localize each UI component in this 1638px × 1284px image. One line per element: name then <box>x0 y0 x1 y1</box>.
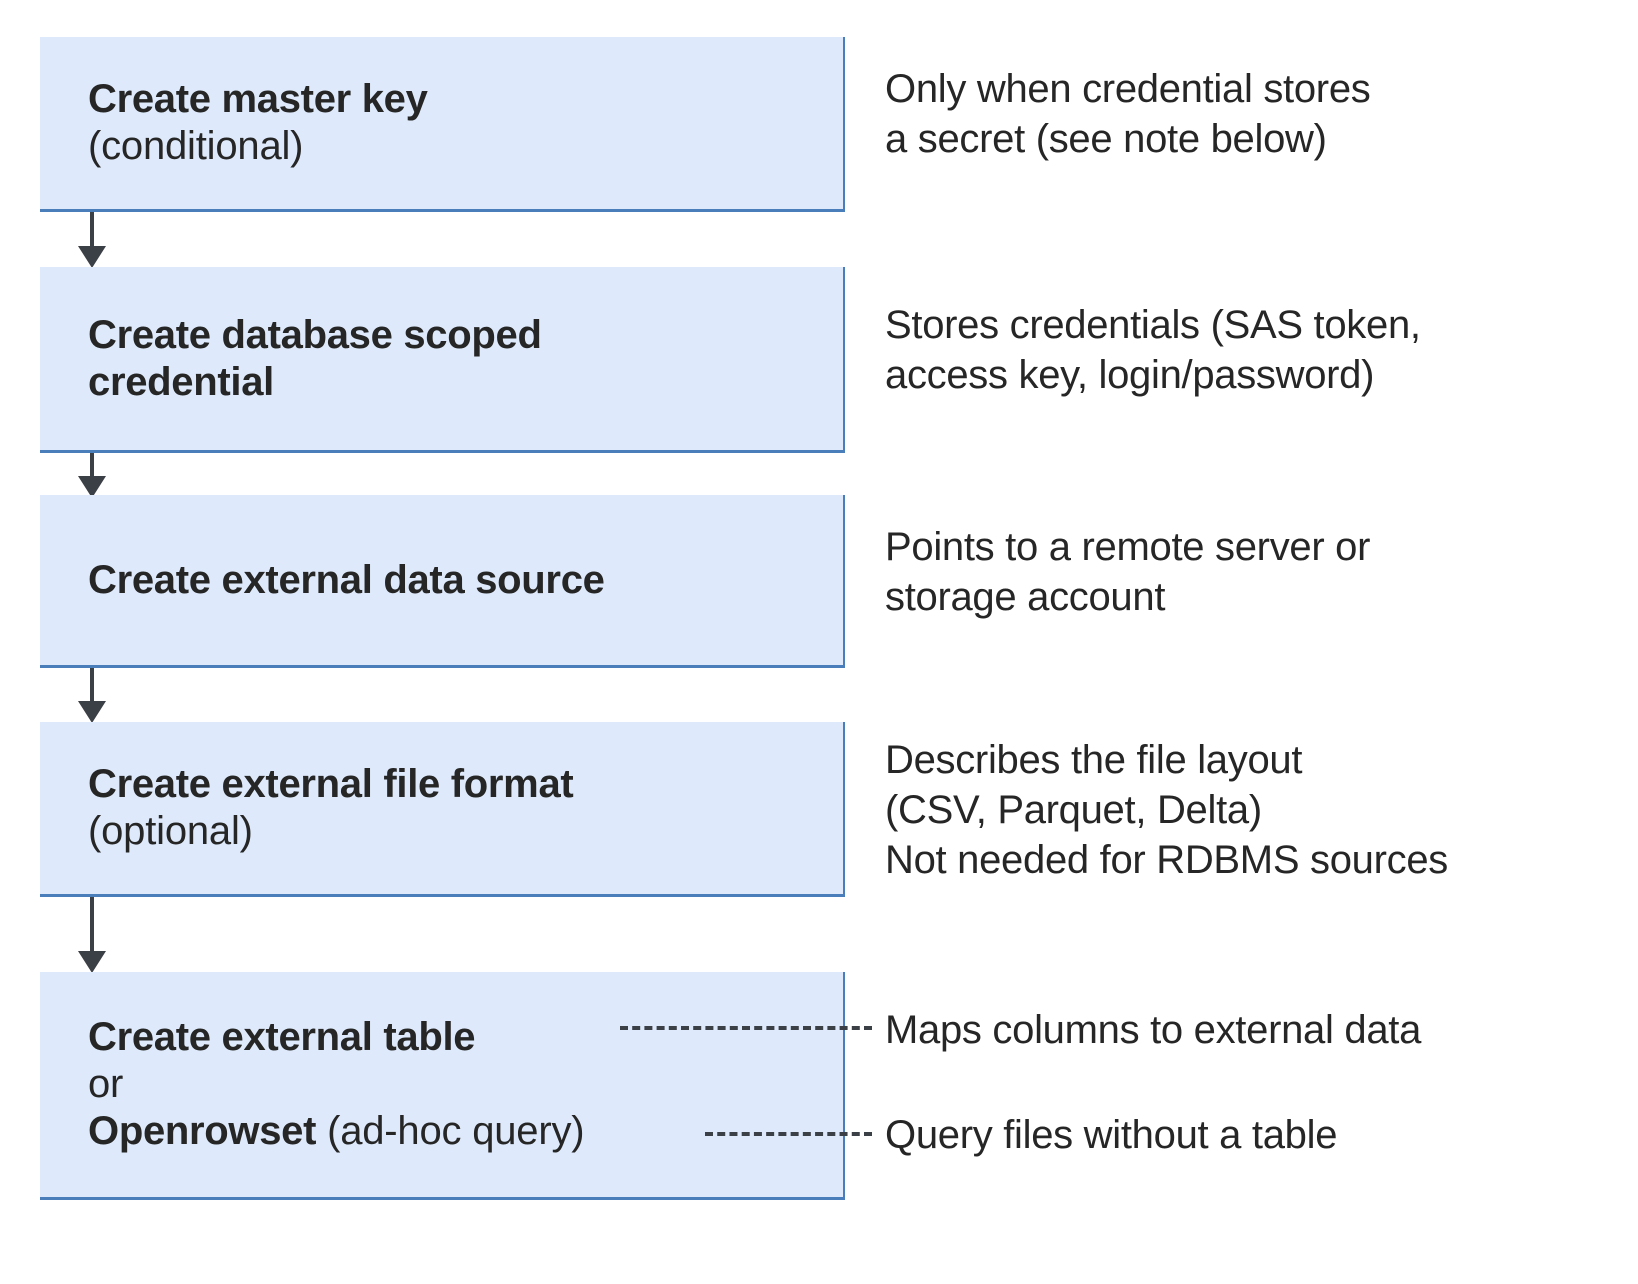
annotation-scoped-credential: Stores credentials (SAS token, access ke… <box>885 300 1421 400</box>
annotation-line: Points to a remote server or <box>885 525 1371 569</box>
flow-box-text-group: Create external data source <box>40 557 843 604</box>
arrow-head-icon <box>78 951 106 973</box>
step-connector-or: or <box>88 1062 124 1107</box>
annotation-line: Only when credential stores <box>885 67 1371 111</box>
step-title-openrowset-row: Openrowset (ad-hoc query) <box>88 1108 829 1155</box>
arrow-scoped-credential-to-data-source <box>78 453 106 498</box>
step-title-data-source: Create external data source <box>88 557 605 602</box>
step-title-openrowset: Openrowset <box>88 1108 317 1153</box>
annotation-master-key: Only when credential stores a secret (se… <box>885 64 1371 164</box>
step-title-file-format: Create external file format <box>88 762 574 807</box>
step-title-openrowset-suffix: (ad-hoc query) <box>316 1108 585 1153</box>
step-title-scoped-credential-line1: Create database scoped <box>88 312 542 357</box>
flow-box-create-external-table-or-openrowset[interactable]: Create external table or Openrowset (ad-… <box>40 972 845 1200</box>
annotation-line: Not needed for RDBMS sources <box>885 838 1448 882</box>
flow-box-text-group: Create database scoped credential <box>40 312 843 406</box>
annotation-line: access key, login/password) <box>885 353 1375 397</box>
flow-box-text-group: Create external file format (optional) <box>40 761 843 855</box>
arrow-shaft <box>90 453 94 477</box>
arrow-head-icon <box>78 476 106 498</box>
annotation-line: a secret (see note below) <box>885 117 1327 161</box>
step-title-external-table: Create external table <box>88 1015 476 1060</box>
step-title-scoped-credential-line2: credential <box>88 359 274 404</box>
annotation-file-format: Describes the file layout (CSV, Parquet,… <box>885 735 1448 885</box>
annotation-openrowset: Query files without a table <box>885 1113 1338 1157</box>
step-subtitle-master-key: (conditional) <box>88 124 304 168</box>
arrow-head-icon <box>78 701 106 723</box>
flow-box-text-group: Create master key (conditional) <box>40 76 843 170</box>
arrow-master-key-to-scoped-credential <box>78 212 106 269</box>
flow-box-text-group: Create external table or Openrowset (ad-… <box>40 1014 843 1154</box>
flow-box-create-master-key[interactable]: Create master key (conditional) <box>40 37 845 212</box>
flow-box-create-external-data-source[interactable]: Create external data source <box>40 495 845 668</box>
annotation-line: (CSV, Parquet, Delta) <box>885 788 1262 832</box>
arrow-shaft <box>90 212 94 247</box>
arrow-data-source-to-file-format <box>78 668 106 724</box>
annotation-external-table: Maps columns to external data <box>885 1008 1422 1052</box>
arrow-shaft <box>90 668 94 702</box>
arrow-head-icon <box>78 246 106 268</box>
step-title-master-key: Create master key <box>88 77 428 122</box>
annotation-line: Describes the file layout <box>885 738 1303 782</box>
arrow-file-format-to-external-table <box>78 897 106 974</box>
dashed-leader-openrowset <box>705 1132 872 1136</box>
annotation-data-source: Points to a remote server or storage acc… <box>885 522 1370 622</box>
annotation-line: Stores credentials (SAS token, <box>885 303 1421 347</box>
arrow-shaft <box>90 897 94 952</box>
step-subtitle-file-format: (optional) <box>88 809 253 853</box>
dashed-leader-external-table <box>620 1026 872 1030</box>
flow-box-create-database-scoped-credential[interactable]: Create database scoped credential <box>40 267 845 453</box>
annotation-line: storage account <box>885 575 1166 619</box>
flow-box-create-external-file-format[interactable]: Create external file format (optional) <box>40 722 845 897</box>
